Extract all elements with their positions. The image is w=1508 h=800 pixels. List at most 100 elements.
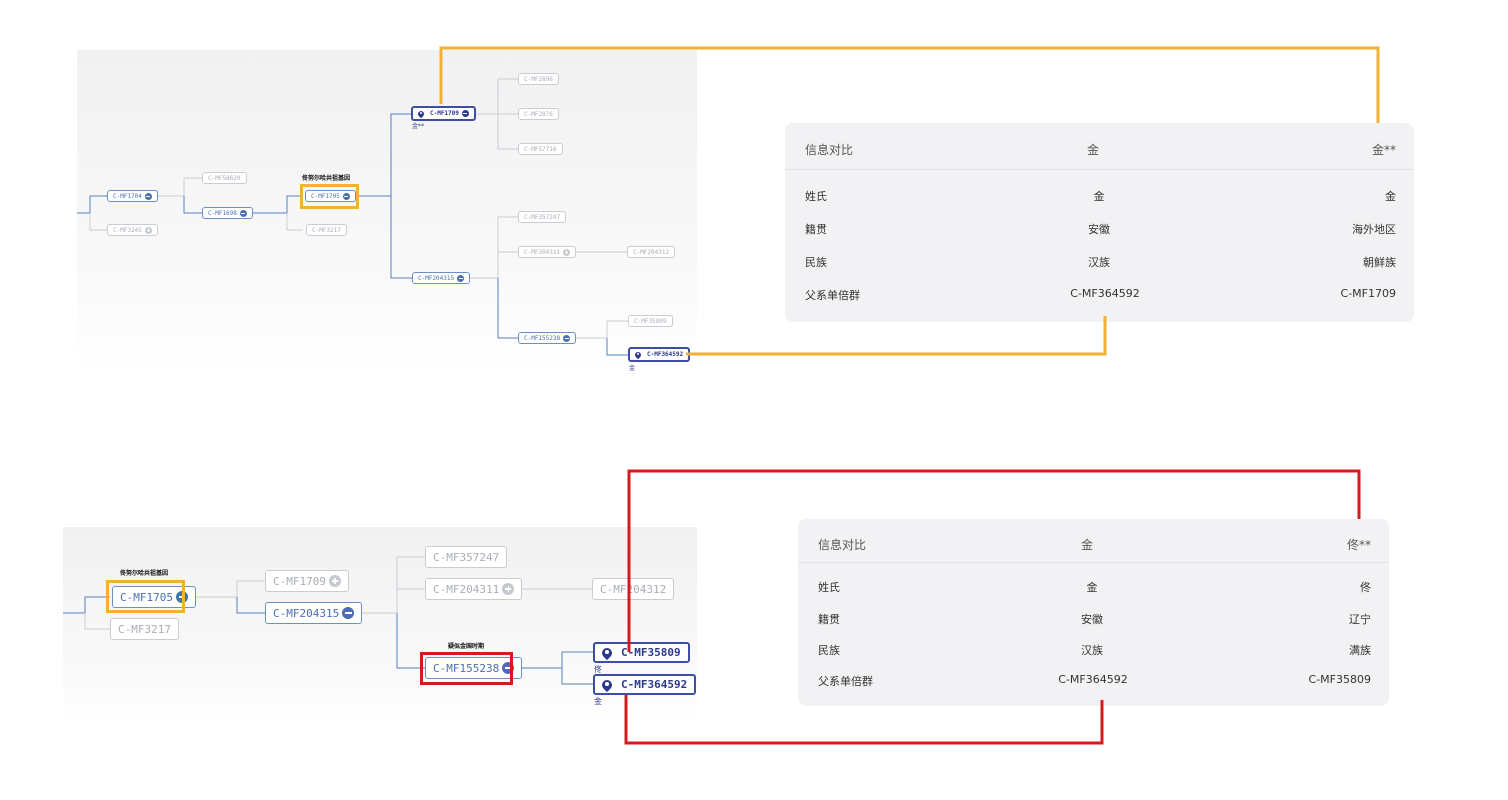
node-label: C-MF1705 [120,590,173,604]
node-label: C-MF155238 [524,334,561,342]
row-label: 民族 [818,644,840,657]
table-divider [798,562,1389,563]
node-c-mf35809[interactable]: C-MF35809 [628,315,673,327]
node-label: C-MF364592 [647,351,684,358]
node-c-mf35809[interactable]: C-MF35809 [593,642,690,663]
collapse-icon[interactable] [457,274,465,282]
node-c-mf204312[interactable]: C-MF204312 [592,578,675,600]
node-surname-label: 金 [594,697,602,706]
row-cell: 汉族 [1088,256,1110,269]
expand-icon[interactable] [502,583,515,595]
node-label: C-MF357247 [524,213,561,221]
header-cell: 金** [1371,143,1396,157]
row-cell: C-MF364592 [1070,287,1140,300]
collapse-icon[interactable] [144,192,152,200]
node-label: C-MF1698 [208,209,237,217]
annotation-shared-ancestor: 佟努尔哈共祖基因 [302,175,351,182]
row-cell: 朝鲜族 [1363,256,1396,269]
node-c-mf1705[interactable]: C-MF1705 [305,190,356,202]
highlight-box-c-mf1705 [106,580,185,613]
row-cell: 金 [1086,581,1098,594]
node-c-mf3217[interactable]: C-MF3217 [110,618,179,640]
node-label: C-MF204312 [600,582,667,596]
node-label: C-MF3217 [118,622,171,636]
node-label: C-MF3217 [312,226,341,234]
node-c-mf357247[interactable]: C-MF357247 [518,211,567,223]
node-surname-label: 金 [629,365,636,372]
collapse-icon[interactable] [342,192,350,200]
row-cell: 金 [1385,190,1396,203]
header-cell: 信息对比 [818,538,867,552]
node-c-mf1704[interactable]: C-MF1704 [107,190,158,202]
node-label: C-MF1704 [113,192,142,200]
node-label: C-MF3245 [113,226,142,234]
expand-icon[interactable] [563,248,571,256]
node-label: C-MF58620 [208,174,241,182]
node-label: C-MF1705 [311,192,340,200]
node-label: C-MF364592 [621,678,688,691]
row-label: 籍贯 [805,223,827,236]
annotation-shared-ancestor: 佟努尔哈共祖基因 [120,570,169,577]
node-surname-label: 佟 [594,665,602,674]
node-c-mf155238[interactable]: C-MF155238 [518,332,577,344]
row-label: 父系单倍群 [818,675,873,688]
row-cell: C-MF1709 [1340,287,1396,300]
row-cell: C-MF364592 [1058,673,1128,686]
highlight-box-c-mf1705 [300,184,359,209]
row-label: 姓氏 [818,581,840,594]
node-label: C-MF35809 [634,317,667,325]
node-surname-label: 金** [412,123,425,130]
node-c-mf1705[interactable]: C-MF1705 [112,586,196,608]
row-label: 籍贯 [818,613,840,626]
row-label: 父系单倍群 [805,289,860,302]
expand-icon[interactable] [328,575,341,587]
row-cell: 金 [1093,190,1105,203]
node-c-mf204315[interactable]: C-MF204315 [265,602,363,624]
node-label: C-MF357247 [433,550,500,564]
node-label: C-MF1709 [273,574,326,588]
row-cell: 满族 [1349,644,1371,657]
location-pin-icon [602,648,612,658]
node-c-mf1709[interactable]: C-MF1709 [265,570,349,592]
node-label: C-MF204315 [273,606,340,620]
node-c-mf357247[interactable]: C-MF357247 [425,546,508,568]
node-label: C-MF204315 [418,274,455,282]
node-label: C-MF57716 [524,145,557,153]
node-c-mf204312[interactable]: C-MF204312 [627,246,676,258]
row-cell: 海外地区 [1352,223,1396,236]
node-c-mf58620[interactable]: C-MF58620 [202,172,247,184]
node-c-mf1698[interactable]: C-MF1698 [202,207,253,219]
highlight-box-c-mf155238 [420,652,513,685]
row-cell: 安徽 [1081,613,1103,626]
collapse-icon[interactable] [239,209,247,217]
annotation-jin-period: 疑似金国时期 [448,643,485,650]
node-c-mf364592[interactable]: C-MF364592 [593,674,697,695]
collapse-icon[interactable] [342,607,355,619]
node-label: C-MF204312 [633,248,670,256]
location-pin-icon [418,111,424,117]
collapse-icon[interactable] [563,334,571,342]
node-c-mf3217[interactable]: C-MF3217 [306,224,347,236]
header-cell: 信息对比 [805,143,854,157]
node-c-mf155238[interactable]: C-MF155238 [425,657,523,679]
header-cell: 佟** [1346,538,1371,552]
row-cell: 佟 [1360,581,1371,594]
expand-icon[interactable] [144,226,152,234]
node-label: C-MF204311 [524,248,561,256]
node-c-mf204311[interactable]: C-MF204311 [518,246,577,258]
node-c-mf204315[interactable]: C-MF204315 [412,272,471,284]
row-label: 姓氏 [805,190,827,203]
node-c-mf57716[interactable]: C-MF57716 [518,143,563,155]
node-label: C-MF155238 [433,661,500,675]
row-cell: 汉族 [1081,644,1103,657]
row-label: 民族 [805,256,827,269]
node-c-mf3245[interactable]: C-MF3245 [107,224,158,236]
node-label: C-MF35809 [621,646,681,659]
location-pin-icon [635,352,641,358]
row-cell: 辽宁 [1349,613,1371,626]
header-cell: 金 [1086,143,1100,157]
header-cell: 金 [1080,538,1094,552]
node-c-mf204311[interactable]: C-MF204311 [425,578,523,600]
row-cell: 安徽 [1088,223,1110,236]
